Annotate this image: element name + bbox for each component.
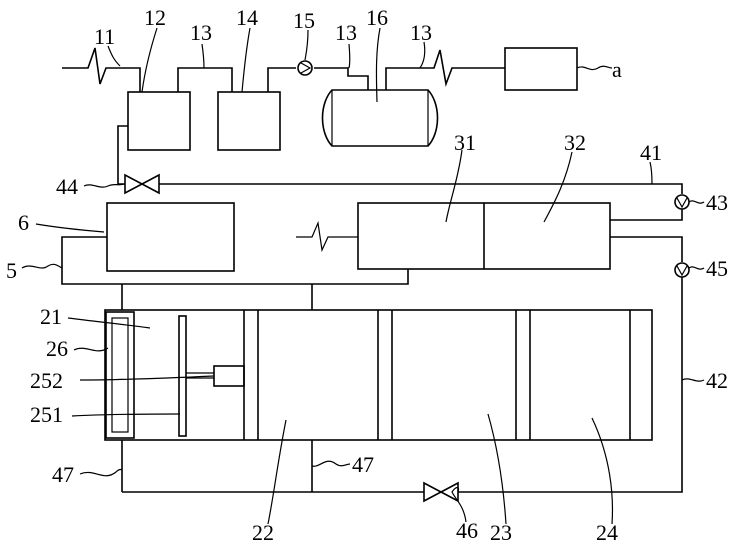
label-32: 32 xyxy=(564,130,586,155)
component-14 xyxy=(217,91,281,151)
label-13-a: 13 xyxy=(190,20,212,45)
plate-251 xyxy=(178,315,187,437)
label-5: 5 xyxy=(6,258,17,283)
label-13-c: 13 xyxy=(410,20,432,45)
pump-45-icon xyxy=(674,262,690,278)
pipe-11 xyxy=(62,47,141,92)
label-16: 16 xyxy=(366,5,388,30)
label-251: 251 xyxy=(30,402,63,427)
signal-line-31 xyxy=(296,220,358,253)
label-44: 44 xyxy=(56,174,78,199)
pipe-13-a xyxy=(177,67,233,92)
pipe-32-45 xyxy=(610,236,683,262)
label-22: 22 xyxy=(252,520,274,545)
valve-46-icon xyxy=(423,481,459,503)
label-13-b: 13 xyxy=(335,20,357,45)
label-14: 14 xyxy=(236,5,258,30)
leader-lines xyxy=(21,27,705,525)
label-43: 43 xyxy=(706,190,728,215)
top-pipeline xyxy=(62,47,505,92)
pump-43-icon xyxy=(674,194,690,210)
pipe-14-15 xyxy=(267,67,296,92)
unit-6 xyxy=(106,202,235,272)
label-46: 46 xyxy=(456,518,478,543)
label-41: 41 xyxy=(640,140,662,165)
label-31: 31 xyxy=(454,130,476,155)
pipe-13-c xyxy=(385,49,505,90)
label-47-a: 47 xyxy=(52,462,74,487)
component-a xyxy=(504,47,578,91)
label-252: 252 xyxy=(30,368,63,393)
label-21: 21 xyxy=(40,304,62,329)
component-12 xyxy=(127,91,191,151)
component-26 xyxy=(105,311,135,439)
label-47-b: 47 xyxy=(352,452,374,477)
label-6: 6 xyxy=(18,210,29,235)
pipe-5 xyxy=(61,236,409,285)
label-24: 24 xyxy=(596,520,618,545)
pipe-43-32 xyxy=(610,209,683,221)
pipe-41 xyxy=(159,183,683,194)
component-26-inner xyxy=(111,317,129,433)
label-42: 42 xyxy=(706,368,728,393)
label-a: a xyxy=(612,57,622,82)
label-11: 11 xyxy=(94,24,115,49)
label-15: 15 xyxy=(293,8,315,33)
label-23: 23 xyxy=(490,520,512,545)
label-12: 12 xyxy=(144,5,166,30)
label-45: 45 xyxy=(706,256,728,281)
pipe-42 xyxy=(458,277,683,493)
label-26: 26 xyxy=(46,336,68,361)
tank-16 xyxy=(321,89,439,147)
valve-44-icon xyxy=(124,173,160,195)
pump-15-icon xyxy=(297,60,313,76)
component-252 xyxy=(213,365,245,387)
pipe-15-16 xyxy=(314,67,369,90)
